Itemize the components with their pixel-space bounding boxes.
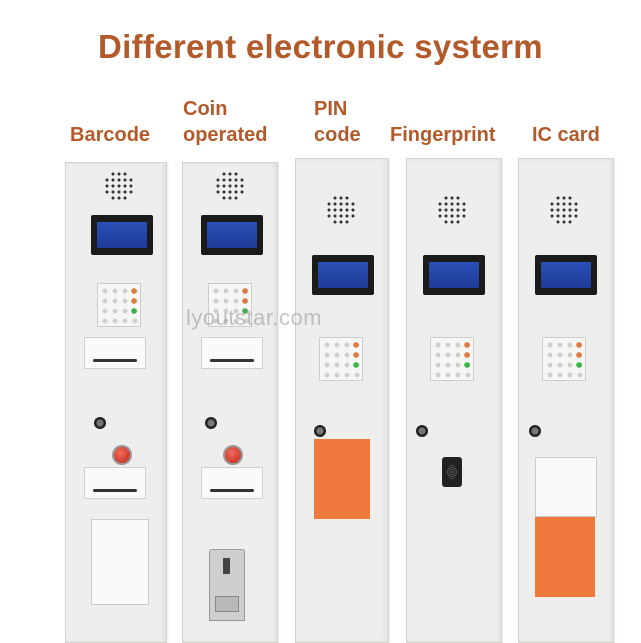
label-pin-line1: PIN [314,98,348,120]
label-fingerprint: Fingerprint [390,124,496,146]
label-coin-line2: operated [183,124,268,146]
panel-ic-card [518,158,614,643]
watermark: lyoutstar.com [186,305,323,330]
keypad[interactable] [319,337,363,381]
lock-icon [94,417,106,429]
label-pin-line2: code [314,124,361,146]
card-reader-area[interactable] [535,457,597,517]
keypad[interactable] [208,283,252,327]
label-ic-card: IC card [532,124,600,146]
lcd-screen [201,215,263,255]
lock-icon [529,425,541,437]
lcd-screen [312,255,374,295]
speaker-grille [437,195,467,225]
barcode-scan-slot[interactable] [201,337,263,369]
keypad[interactable] [430,337,474,381]
keypad[interactable] [97,283,141,327]
lock-icon [205,417,217,429]
instruction-sticker [314,439,370,519]
label-coin-line1: Coin [183,98,228,120]
panel-pin [295,158,389,643]
speaker-grille [326,195,356,225]
panel-barcode [65,162,167,643]
speaker-grille [549,195,579,225]
barcode-scan-slot[interactable] [84,337,146,369]
keypad[interactable] [542,337,586,381]
lcd-screen [535,255,597,295]
lcd-screen [91,215,153,255]
label-coin: Coin operated [183,96,267,148]
instruction-sticker [91,519,149,605]
panel-coin [182,162,278,643]
red-button[interactable] [223,445,243,465]
red-button[interactable] [112,445,132,465]
speaker-grille [104,171,134,201]
lock-icon [416,425,428,437]
instruction-sticker [535,517,595,597]
ticket-slot[interactable] [201,467,263,499]
label-barcode: Barcode [70,124,151,146]
label-pin: PIN code [314,96,361,148]
lcd-screen [423,255,485,295]
coin-acceptor[interactable] [209,549,245,621]
speaker-grille [215,171,245,201]
fingerprint-reader[interactable] [442,457,462,487]
lock-icon [314,425,326,437]
ticket-slot[interactable] [84,467,146,499]
panel-fingerprint [406,158,502,643]
headline: Different electronic systerm [98,28,543,65]
